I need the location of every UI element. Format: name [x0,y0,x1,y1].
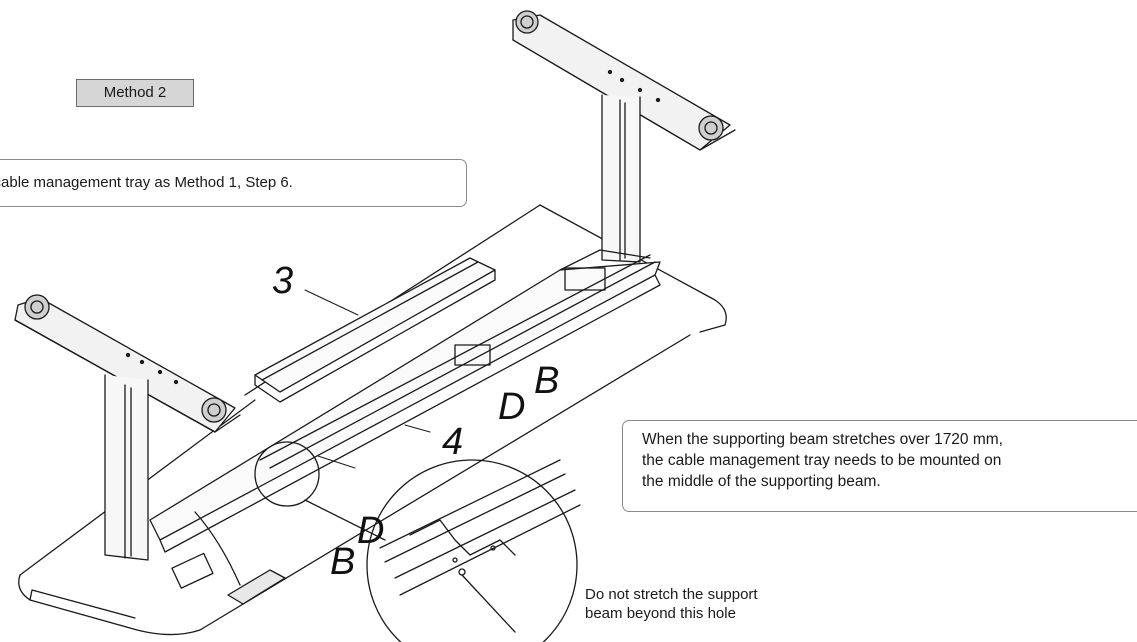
beam-note-line-3: the middle of the supporting beam. [642,473,881,490]
label-tray-3: 3 [272,260,294,302]
label-b-lower: B [330,541,356,583]
cable-tray [254,257,496,403]
detail-circle [254,441,581,642]
hole-note-line-1: Do not stretch the support [585,586,758,603]
top-instruction-box: e cable management tray as Method 1, Ste… [0,159,467,207]
method-tag: Method 2 [76,79,194,107]
top-instruction-text: e cable management tray as Method 1, Ste… [0,174,293,191]
beam-note-line-1: When the supporting beam stretches over … [642,431,1003,448]
right-leg [512,10,736,263]
left-leg [14,294,241,561]
label-beam-4: 4 [442,421,464,463]
hand-controller [194,511,286,605]
label-d-upper: D [498,386,526,428]
beam-length-note-box: When the supporting beam stretches over … [622,420,1137,512]
hole-warning-note: Do not stretch the support beam beyond t… [585,585,758,623]
beam-note-line-2: the cable management tray needs to be mo… [642,452,1002,469]
label-d-lower: D [357,510,385,552]
leader-lines [304,289,431,469]
supporting-beam [149,249,661,589]
hole-note-line-2: beam beyond this hole [585,605,736,622]
label-b-upper: B [534,360,560,402]
